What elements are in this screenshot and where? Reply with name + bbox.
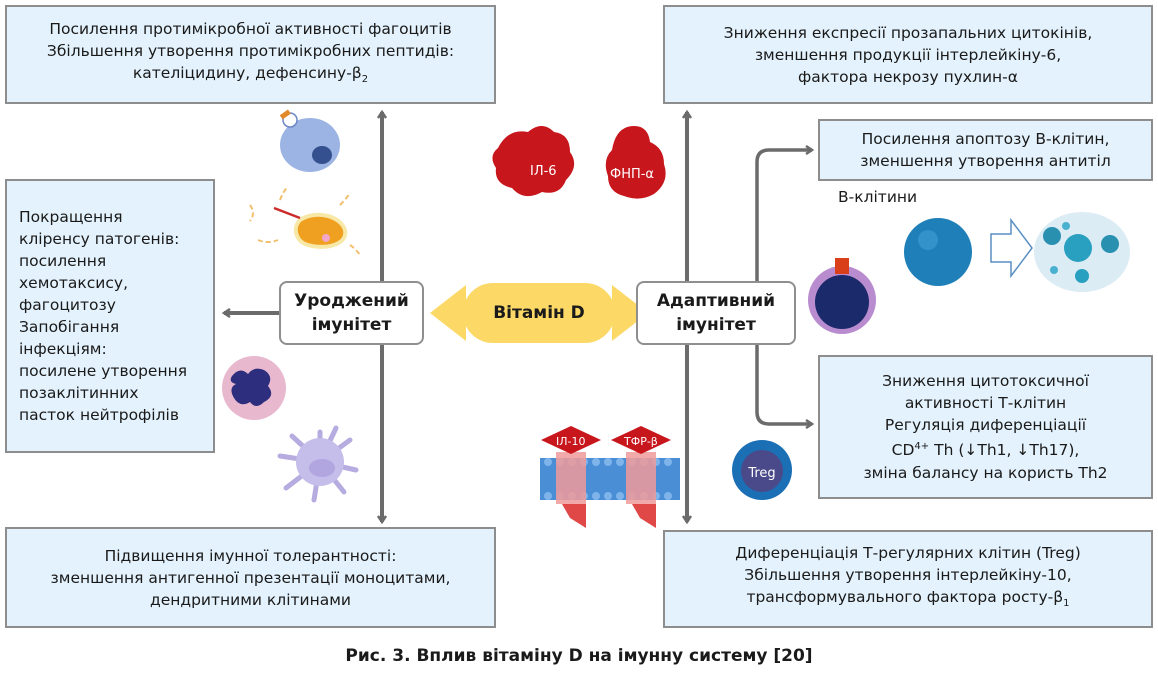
t-cell-line-2: активності Т-клітин	[904, 394, 1067, 413]
tnf-alpha-cytokine-illustration	[605, 126, 666, 199]
clearance-line-4: хемотаксису,	[19, 274, 128, 292]
adaptive-label-2: імунітет	[676, 315, 756, 335]
innate-label-2: імунітет	[311, 315, 392, 335]
clearance-line-10: пасток нейтрофілів	[19, 406, 179, 424]
adaptive-cytokine-box: Зниження експресії прозапальних цитокіні…	[663, 5, 1153, 104]
treg-label: Treg	[747, 466, 775, 481]
il10-label: ІЛ-10	[556, 435, 585, 448]
clearance-line-1: Покращення	[19, 208, 123, 226]
treg-line-1: Диференціація Т-регулярних клітин (Treg)	[735, 544, 1081, 563]
treg-line-3-text: трансформувального фактора росту-β	[746, 588, 1064, 607]
tolerance-line-3: дендритними клітинами	[149, 590, 352, 609]
cytokine-line-1: Зниження експресії прозапальних цитокіні…	[723, 23, 1093, 42]
phagocyte-illustration	[279, 109, 340, 172]
beta-1-subscript: 1	[1063, 598, 1070, 610]
tolerance-line-2: зменшення антигенної презентації моноцит…	[50, 568, 451, 587]
treg-line-3: трансформувального фактора росту-β1	[746, 586, 1069, 615]
beta-2-subscript: 2	[361, 74, 369, 86]
membrane-receptors-illustration	[540, 426, 680, 528]
t-cell-line-5: зміна балансу на користь Th2	[863, 463, 1108, 482]
figure-caption: Рис. 3. Вплив вітаміну D на імунну систе…	[345, 646, 813, 666]
cd-text: CD	[891, 441, 915, 460]
innate-label-1: Уроджений	[294, 291, 409, 311]
il6-cytokine-illustration	[492, 126, 575, 197]
il6-label: ІЛ-6	[530, 164, 557, 179]
clearance-line-7: інфекціям:	[19, 340, 107, 358]
clearance-line-6: Запобігання	[19, 318, 120, 336]
treg-cell-illustration	[732, 440, 792, 500]
chemotaxis-illustration	[249, 185, 361, 256]
innate-top-line-1: Посилення протимікробної активності фаго…	[49, 19, 452, 38]
innate-antimicrobial-box: Посилення протимікробної активності фаго…	[5, 5, 496, 104]
clearance-line-5: фагоцитозу	[19, 296, 116, 314]
clearance-line-3: посилення	[19, 252, 107, 270]
innate-top-line-2: Збільшення утворення протимікробних пепт…	[46, 41, 455, 60]
tnf-alpha-label: ФНП-α	[610, 167, 654, 182]
t-cell-line-3: Регуляція диференціації	[884, 416, 1087, 435]
innate-tolerance-box: Підвищення імунної толерантності: зменше…	[5, 527, 496, 628]
vitamin-d-label: Вітамін D	[493, 303, 585, 323]
clearance-line-9: позаклітинних	[19, 384, 139, 402]
th-text: Th (↓Th1, ↓Th17),	[929, 441, 1080, 460]
clearance-line-2: кліренсу патогенів:	[19, 230, 180, 248]
b-cell-line-2: зменшення утворення антитіл	[860, 152, 1111, 170]
b-cell-apoptosis-box: Посилення апоптозу В-клітин, зменшення у…	[818, 119, 1153, 181]
tolerance-line-1: Підвищення імунної толерантності:	[104, 546, 397, 565]
innate-top-line-3: кателіцидину, дефенсину-β2	[133, 62, 368, 91]
neutrophil-illustration	[222, 356, 286, 420]
t-cell-regulation-box: Зниження цитотоксичної активності Т-кліт…	[818, 355, 1153, 499]
b-cell-apoptosis-arrow-icon	[990, 217, 1033, 279]
vitamin-d-node: Вітамін D	[463, 283, 615, 343]
treg-differentiation-box: Диференціація Т-регулярних клітин (Treg)…	[663, 530, 1153, 628]
t-cell-branch-arrow	[755, 342, 812, 424]
adaptive-label-1: Адаптивний	[656, 291, 776, 311]
vitamin-left-arrowhead	[430, 285, 466, 341]
dendritic-cell-illustration	[277, 425, 359, 503]
cytokine-line-3: фактора некрозу пухлин-α	[798, 67, 1018, 86]
b-cell-naive-illustration	[808, 258, 876, 334]
b-cell-activated-illustration	[904, 218, 972, 286]
cd4-superscript: 4+	[914, 441, 930, 453]
clearance-line-8: посилене утворення	[19, 362, 188, 380]
innate-pathogen-clearance-box: Покращення кліренсу патогенів: посилення…	[5, 179, 215, 453]
t-cell-line-4: CD4+ Th (↓Th1, ↓Th17),	[892, 436, 1080, 461]
b-cells-label: В-клітини	[838, 188, 918, 206]
cytokine-line-2: зменшення продукції інтерлейкіну-6,	[754, 45, 1062, 64]
t-cell-line-1: Зниження цитотоксичної	[882, 372, 1089, 391]
b-cell-branch-arrow	[755, 150, 812, 285]
treg-line-2: Збільшення утворення інтерлейкіну-10,	[744, 566, 1072, 585]
adaptive-immunity-node: Адаптивний імунітет	[636, 281, 796, 345]
apoptotic-cell-illustration	[1034, 212, 1130, 292]
innate-top-line-3-text: кателіцидину, дефенсину-β	[132, 63, 362, 82]
tgf-beta-label: ТФР-β	[623, 435, 658, 448]
b-cell-line-1: Посилення апоптозу В-клітин,	[861, 130, 1110, 148]
innate-immunity-node: Уроджений імунітет	[279, 281, 424, 345]
